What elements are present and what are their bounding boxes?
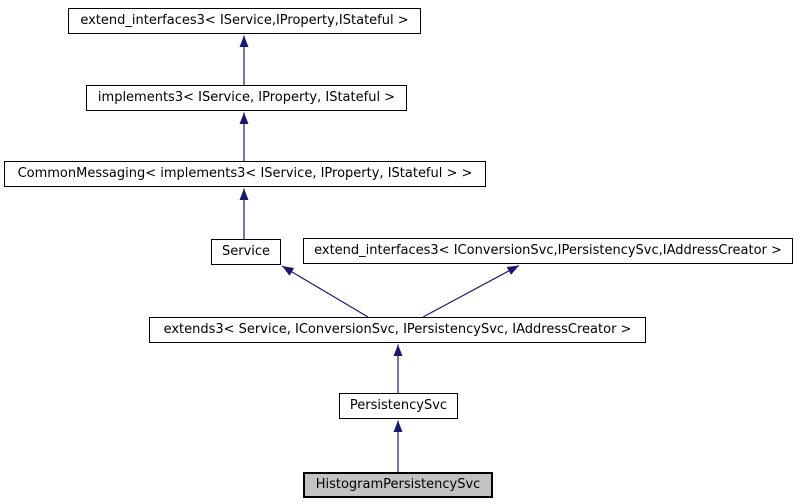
class-node-extend-interfaces3-iconversionsvc[interactable]: extend_interfaces3< IConversionSvc,IPers…	[303, 238, 793, 264]
class-node-persistencysvc[interactable]: PersistencySvc	[339, 393, 458, 419]
class-node-service[interactable]: Service	[211, 239, 281, 265]
class-node-implements3[interactable]: implements3< IService, IProperty, IState…	[86, 85, 407, 111]
inheritance-arrow-extends3-to-service	[281, 265, 369, 318]
class-node-extends3[interactable]: extends3< Service, IConversionSvc, IPers…	[149, 317, 646, 343]
class-node-histogram-persistencysvc-current: HistogramPersistencySvc	[303, 472, 493, 498]
inheritance-arrow-extends3-to-extend-interfaces3	[422, 264, 520, 318]
class-node-extend-interfaces3-iservice[interactable]: extend_interfaces3< IService,IProperty,I…	[68, 8, 421, 34]
class-node-common-messaging[interactable]: CommonMessaging< implements3< IService, …	[4, 161, 486, 187]
